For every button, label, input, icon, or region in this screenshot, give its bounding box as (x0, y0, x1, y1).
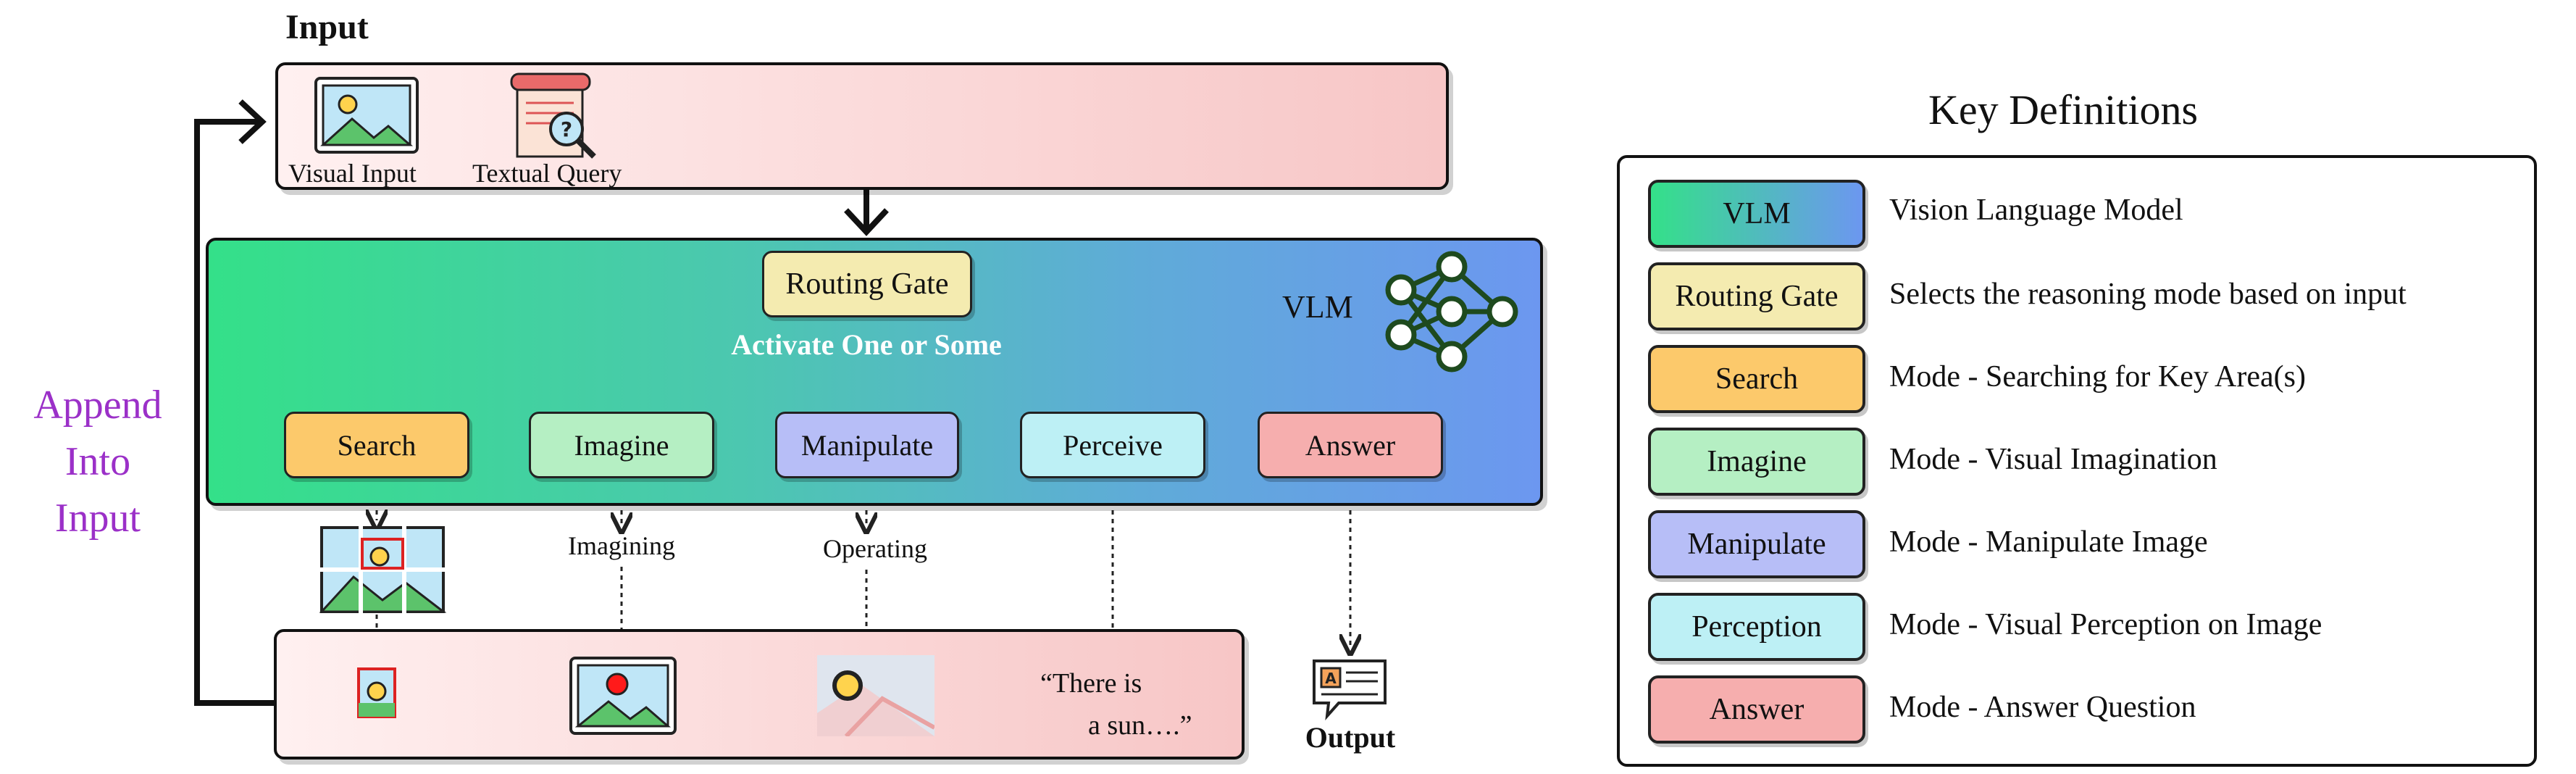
vlm-label: VLM (1282, 289, 1353, 325)
result-box (274, 629, 1245, 760)
input-box (275, 62, 1449, 190)
key-label-imagine: Imagine (1648, 428, 1865, 496)
mode-perceive: Perceive (1020, 412, 1205, 478)
key-label-search: Search (1648, 345, 1865, 413)
routing-gate-box: Routing Gate (762, 251, 972, 317)
textual-query-label: Textual Query (472, 159, 622, 188)
append-loop-arrow (194, 119, 274, 706)
perceive-quote: “There is a sun….” (1040, 662, 1192, 746)
output-label: Output (1305, 721, 1396, 754)
svg-text:A: A (1325, 670, 1337, 687)
svg-text:?: ? (561, 117, 572, 141)
mode-answer: Answer (1258, 412, 1443, 478)
cropped-image-icon (357, 667, 396, 718)
append-line-2: Into (64, 439, 131, 484)
key-label-manipulate: Manipulate (1648, 510, 1865, 578)
imagining-label: Imagining (568, 531, 675, 560)
append-line-1: Append (33, 383, 162, 428)
key-label-routing-gate: Routing Gate (1648, 262, 1865, 330)
output-document-icon: A (1313, 659, 1387, 720)
neural-network-icon (1385, 251, 1518, 373)
key-label-vlm: VLM (1648, 180, 1865, 248)
input-to-vlm-arrow (844, 187, 889, 236)
mode-search: Search (284, 412, 469, 478)
key-desc-perception: Mode - Visual Perception on Image (1889, 608, 2322, 641)
quote-line-2: a sun….” (1088, 710, 1192, 741)
activate-text: Activate One or Some (731, 328, 1002, 361)
visual-input-icon (314, 77, 419, 154)
key-desc-search: Mode - Searching for Key Area(s) (1889, 360, 2306, 394)
operated-image-icon (817, 655, 934, 736)
operating-label: Operating (823, 534, 927, 563)
key-title: Key Definitions (1928, 86, 2199, 133)
key-label-answer: Answer (1648, 675, 1865, 744)
append-line-3: Input (54, 496, 141, 541)
key-desc-routing-gate: Selects the reasoning mode based on inpu… (1889, 278, 2406, 311)
key-desc-vlm: Vision Language Model (1889, 194, 2183, 227)
imagined-image-icon (569, 657, 677, 735)
visual-input-label: Visual Input (288, 159, 417, 188)
key-label-perception: Perception (1648, 593, 1865, 661)
input-title: Input (285, 8, 369, 46)
search-crop-icon (319, 525, 446, 615)
key-desc-answer: Mode - Answer Question (1889, 691, 2196, 724)
mode-imagine: Imagine (529, 412, 714, 478)
quote-line-1: “There is (1040, 668, 1142, 699)
key-desc-manipulate: Mode - Manipulate Image (1889, 525, 2208, 559)
textual-query-icon: ? (510, 72, 596, 159)
key-desc-imagine: Mode - Visual Imagination (1889, 443, 2217, 476)
mode-manipulate: Manipulate (775, 412, 959, 478)
append-into-input-text: Append Into Input (14, 377, 181, 546)
